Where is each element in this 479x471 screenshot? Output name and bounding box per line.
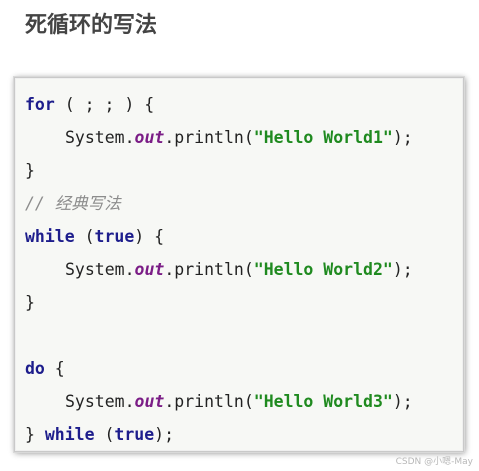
- code-text: System.: [65, 260, 135, 279]
- code-text: (: [74, 227, 95, 246]
- code-line-8: [25, 319, 455, 352]
- watermark: CSDN @小嗯-May: [395, 457, 473, 467]
- code-text: System.: [65, 392, 135, 411]
- keyword-while: while: [44, 425, 95, 444]
- code-comment: // 经典写法: [25, 194, 121, 213]
- keyword-while: while: [25, 227, 75, 246]
- code-line-4: // 经典写法: [25, 187, 455, 220]
- code-text: (: [94, 425, 115, 444]
- code-line-6: System.out.println("Hello World2");: [25, 253, 455, 286]
- string-literal: "Hello World2": [253, 260, 393, 279]
- code-text: .println(: [164, 128, 254, 147]
- keyword-true: true: [114, 425, 155, 444]
- code-text: .println(: [164, 260, 254, 279]
- code-line-11: } while (true);: [25, 418, 455, 451]
- code-text: {: [44, 359, 65, 378]
- keyword-true: true: [94, 227, 135, 246]
- code-text: ) {: [134, 227, 165, 246]
- code-text: }: [25, 161, 35, 180]
- code-line-1: for ( ; ; ) {: [25, 88, 455, 121]
- field-out: out: [134, 128, 165, 147]
- string-literal: "Hello World1": [253, 128, 393, 147]
- code-line-3: }: [25, 154, 455, 187]
- code-text: }: [25, 293, 35, 312]
- code-line-7: }: [25, 286, 455, 319]
- keyword-for: for: [25, 95, 55, 114]
- code-line-5: while (true) {: [25, 220, 455, 253]
- code-block: for ( ; ; ) { System.out.println("Hello …: [14, 77, 464, 452]
- code-text: );: [392, 128, 413, 147]
- section-heading: 死循环的写法: [25, 12, 158, 38]
- code-text: }: [25, 425, 45, 444]
- code-line-2: System.out.println("Hello World1");: [25, 121, 455, 154]
- code-text: );: [392, 392, 413, 411]
- field-out: out: [134, 260, 165, 279]
- code-lines: for ( ; ; ) { System.out.println("Hello …: [25, 88, 455, 451]
- code-text: ( ; ; ) {: [54, 95, 155, 114]
- code-text: System.: [65, 128, 135, 147]
- code-text: .println(: [164, 392, 254, 411]
- keyword-do: do: [25, 359, 45, 378]
- field-out: out: [134, 392, 165, 411]
- code-text: );: [154, 425, 175, 444]
- code-line-10: System.out.println("Hello World3");: [25, 385, 455, 418]
- code-text: );: [392, 260, 413, 279]
- string-literal: "Hello World3": [253, 392, 393, 411]
- code-line-9: do {: [25, 352, 455, 385]
